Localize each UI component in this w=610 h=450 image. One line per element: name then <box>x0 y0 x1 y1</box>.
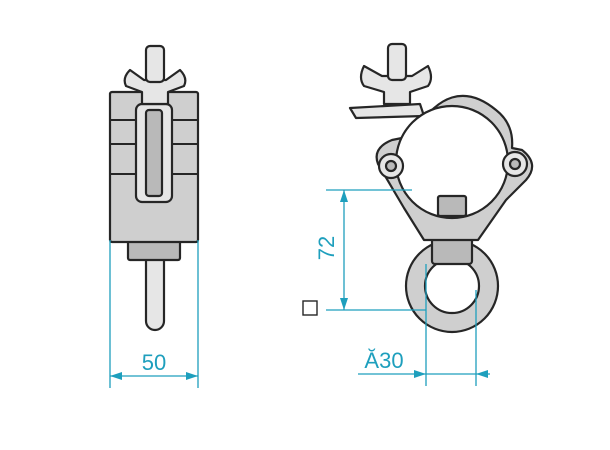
eye-ring-hole <box>423 257 481 315</box>
wing-nut-side <box>123 68 187 106</box>
wing-nut-front <box>359 64 433 106</box>
dimension-width-label: 50 <box>142 350 166 375</box>
stud-front <box>386 42 408 82</box>
coupler-side-view <box>108 44 200 332</box>
dimension-height: 72 <box>314 189 426 311</box>
datum-marker <box>302 300 318 316</box>
bottom-nut <box>436 194 468 218</box>
dimension-height-label: 72 <box>314 236 339 260</box>
lever-arm <box>348 102 426 120</box>
dimension-ring: Ă30 <box>358 264 490 386</box>
dimension-width: 50 <box>109 240 199 388</box>
dimension-ring-label: Ă30 <box>364 348 403 373</box>
stud-side <box>144 44 166 84</box>
coupler-front-view <box>348 42 534 334</box>
